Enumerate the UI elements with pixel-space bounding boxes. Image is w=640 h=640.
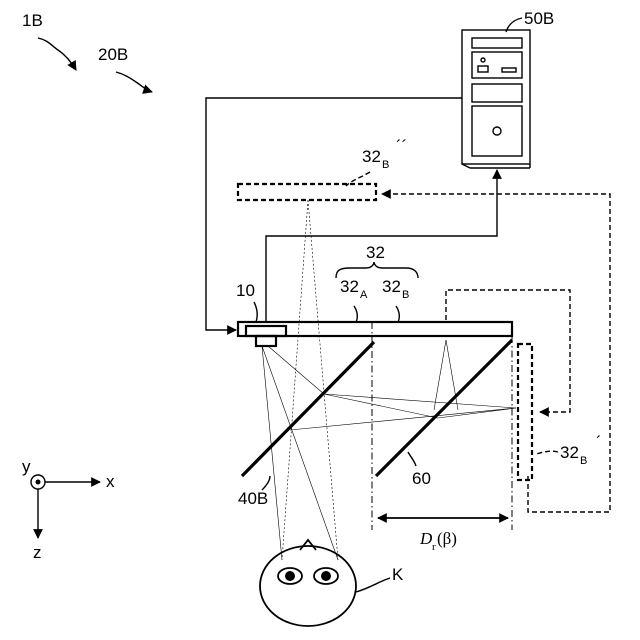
distance-label: D [419,529,433,548]
pupil-right [321,571,331,581]
axis-y-label: y [22,457,31,476]
pupil-left [285,571,295,581]
computer-tower [462,30,530,168]
virtual-side-leader [536,451,558,454]
distance-sub: r [432,541,436,553]
screen-b-leader [396,306,399,322]
mirror-40b [242,342,374,476]
system-leader [38,38,76,70]
screen-brace [336,262,418,278]
virtual-side-sub: B [580,455,587,467]
virtual-top-primes: ´´ [396,137,407,156]
virtual-top-sub: B [382,159,389,171]
screen-a-leader [354,306,357,322]
mirror-left-label: 40B [238,489,268,508]
apparatus-label: 20B [98,45,128,64]
axes-indicator [31,475,100,538]
virtual-side-prime: ´ [596,433,602,452]
computer-label: 50B [524,9,554,28]
feedback-line-side [446,290,570,412]
system-label: 1B [22,11,43,30]
axis-x-label: x [106,472,115,491]
virtual-top-label: 32 [362,147,381,166]
screen-label: 32 [366,243,385,262]
virtual-image-top [238,184,376,200]
display-element [246,326,286,336]
screen-bar [238,322,512,336]
observer-head [260,540,356,626]
mirror-60 [376,340,512,476]
screen-a-sub: A [360,289,368,301]
display-element-lens [256,336,276,346]
screen-b-label: 32 [382,277,401,296]
observer-label: K [392,565,404,584]
distance-arg: (β) [437,529,457,548]
screen-a-label: 32 [340,277,359,296]
apparatus-leader [116,72,152,92]
display-element-label: 10 [236,281,255,300]
feedback-line-top [382,194,610,512]
axis-z-label: z [33,543,42,562]
mirror-right-label: 60 [412,469,431,488]
observer-leader [356,578,390,592]
mirror-left-leader [262,476,270,490]
light-rays [262,200,516,560]
mirror-right-leader [408,452,416,466]
virtual-side-label: 32 [560,443,579,462]
display-element-leader [254,302,257,322]
screen-b-sub: B [402,289,409,301]
virtual-image-side [518,344,532,480]
